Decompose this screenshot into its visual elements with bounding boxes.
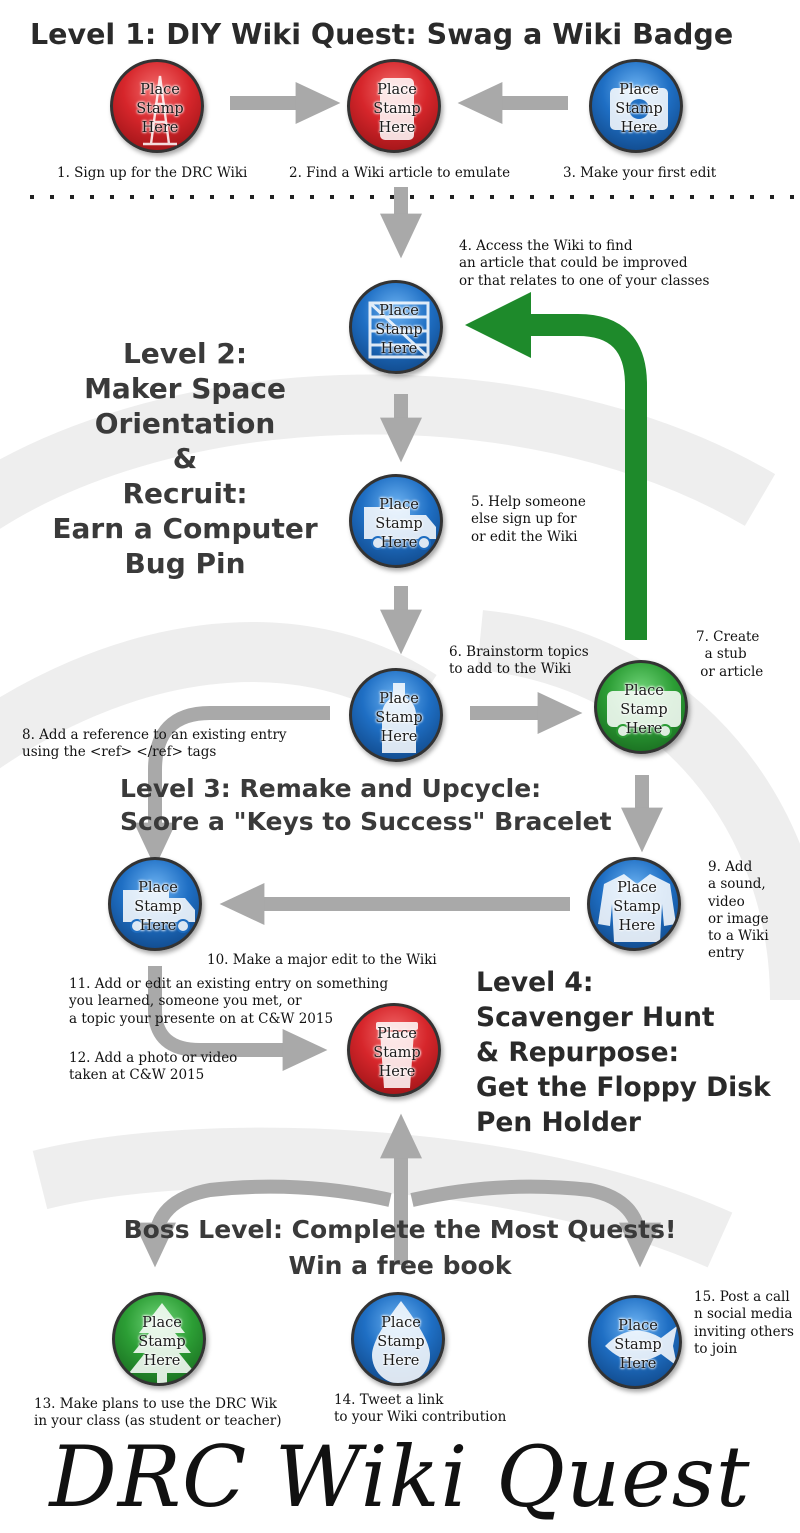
arrow-7-to-4-green [465, 292, 647, 640]
stamp-1[interactable]: Place Stamp Here [110, 59, 204, 153]
stamp-5[interactable]: Place Stamp Here [349, 474, 443, 568]
stamp-8[interactable]: Place Stamp Here [108, 857, 202, 951]
arrow-6-to-8 [134, 706, 330, 868]
tower-icon [143, 75, 177, 146]
step-6-text: 6. Brainstorm topics to add to the Wiki [449, 644, 589, 678]
tree-icon [129, 1303, 195, 1383]
stamp-13[interactable]: Place Stamp Here [588, 1295, 682, 1389]
stamp-4[interactable]: Place Stamp Here [349, 280, 443, 374]
boss-level-heading: Boss Level: Complete the Most Quests! Wi… [80, 1212, 720, 1284]
step-12-text: 12. Add a photo or video taken at C&W 20… [69, 1050, 238, 1084]
boss-line: Boss Level: Complete the Most Quests! [123, 1215, 677, 1244]
level2-line: Orientation [94, 407, 276, 440]
level2-line: & [172, 442, 198, 475]
level4-line: Get the Floppy Disk [476, 1072, 771, 1103]
stamp-10[interactable]: Place Stamp Here [347, 1003, 441, 1097]
fish-icon [605, 1326, 677, 1366]
can-icon [380, 78, 414, 140]
step-10-text: 10. Make a major edit to the Wiki [207, 952, 437, 968]
place-stamp-label: Place Stamp Here [613, 880, 661, 934]
level3-line: Level 3: Remake and Upcycle: [120, 774, 542, 803]
stamp-7[interactable]: Place Stamp Here [594, 660, 688, 754]
level4-line: Pen Holder [476, 1107, 641, 1138]
step-2-text: 2. Find a Wiki article to emulate [289, 165, 511, 181]
step-3-text: 3. Make your first edit [563, 165, 717, 181]
camera-icon [610, 88, 668, 130]
bus-icon [607, 691, 681, 738]
place-stamp-label: Place Stamp Here [615, 82, 663, 136]
crate-icon [368, 301, 430, 359]
arrow-boss-to-13 [134, 1179, 392, 1268]
place-stamp-label: Place Stamp Here [375, 497, 423, 551]
bottle-icon [382, 683, 416, 753]
step-14-text: 14. Tweet a link to your Wiki contributi… [334, 1392, 507, 1426]
truck-icon [364, 507, 436, 550]
step-15-text: 15. Post a call n social media inviting … [694, 1289, 794, 1357]
jacket-icon [598, 874, 676, 942]
truck-icon [123, 890, 195, 933]
step-13-text: 13. Make plans to use the DRC Wik in you… [34, 1396, 282, 1430]
level3-line: Score a "Keys to Success" Bracelet [120, 807, 612, 836]
level2-line: Level 2: [122, 337, 248, 370]
place-stamp-label: Place Stamp Here [373, 82, 421, 136]
level2-line: Recruit: [122, 477, 248, 510]
level4-line: Level 4: [476, 967, 594, 998]
step-7-text: 7. Create a stub or article [696, 629, 764, 680]
level2-line: Earn a Computer [52, 512, 318, 545]
stamp-9[interactable]: Place Stamp Here [587, 857, 681, 951]
level4-line: Scavenger Hunt [476, 1002, 715, 1033]
step-1-text: 1. Sign up for the DRC Wiki [57, 165, 248, 181]
stamp-6[interactable]: Place Stamp Here [349, 668, 443, 762]
arrow-8-to-10 [148, 966, 328, 1071]
step-4-text: 4. Access the Wiki to find an article th… [459, 238, 710, 289]
stamp-12[interactable]: Place Stamp Here [351, 1292, 445, 1386]
place-stamp-label: Place Stamp Here [375, 691, 423, 745]
step-9-text: 9. Add a sound, video or image to a Wiki… [708, 859, 769, 962]
step-5-text: 5. Help someone else sign up for or edit… [471, 494, 586, 545]
step-8-text: 8. Add a reference to an existing entry … [22, 727, 287, 761]
trash-can-icon [376, 1022, 418, 1088]
stamp-3[interactable]: Place Stamp Here [589, 59, 683, 153]
level2-line: Bug Pin [124, 547, 246, 580]
level3-heading: Level 3: Remake and Upcycle: Score a "Ke… [120, 772, 612, 838]
place-stamp-label: Place Stamp Here [373, 1026, 421, 1080]
place-stamp-label: Place Stamp Here [134, 880, 182, 934]
arrow-boss-to-15 [410, 1179, 661, 1268]
level4-line: & Repurpose: [476, 1037, 680, 1068]
level1-heading: Level 1: DIY Wiki Quest: Swag a Wiki Bad… [30, 18, 734, 51]
place-stamp-label: Place Stamp Here [620, 683, 668, 737]
boss-line: Win a free book [288, 1251, 512, 1280]
stamp-11[interactable]: Place Stamp Here [112, 1292, 206, 1386]
place-stamp-label: Place Stamp Here [138, 1315, 186, 1369]
quest-title: DRC Wiki Quest [49, 1428, 751, 1526]
gray-arrows [134, 82, 663, 1268]
level2-heading: Level 2: Maker Space Orientation & Recru… [40, 336, 330, 581]
step-11-text: 11. Add or edit an existing entry on som… [69, 976, 389, 1027]
level4-heading: Level 4: Scavenger Hunt & Repurpose: Get… [476, 965, 771, 1140]
place-stamp-label: Place Stamp Here [136, 82, 184, 136]
place-stamp-label: Place Stamp Here [614, 1318, 662, 1372]
stamp-2[interactable]: Place Stamp Here [347, 59, 441, 153]
place-stamp-label: Place Stamp Here [375, 303, 423, 357]
level2-line: Maker Space [84, 372, 286, 405]
place-stamp-label: Place Stamp Here [377, 1315, 425, 1369]
water-drop-icon [372, 1301, 430, 1383]
